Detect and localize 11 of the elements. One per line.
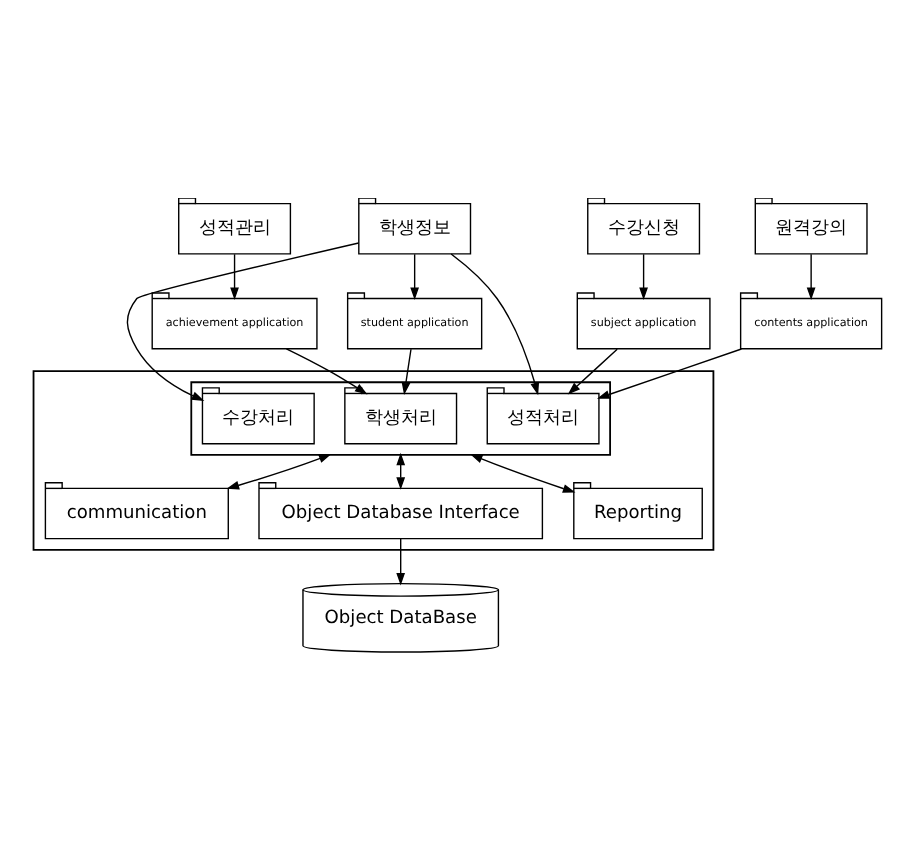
cluster xyxy=(32,369,715,550)
arrow xyxy=(126,241,360,401)
arrow xyxy=(401,347,412,394)
arrow xyxy=(469,453,576,492)
arrow xyxy=(410,252,420,299)
arrow xyxy=(639,252,648,299)
arrow xyxy=(806,252,816,299)
arrow xyxy=(567,347,618,394)
arrow xyxy=(396,537,406,585)
arrow xyxy=(596,347,743,398)
arrow xyxy=(230,252,239,299)
